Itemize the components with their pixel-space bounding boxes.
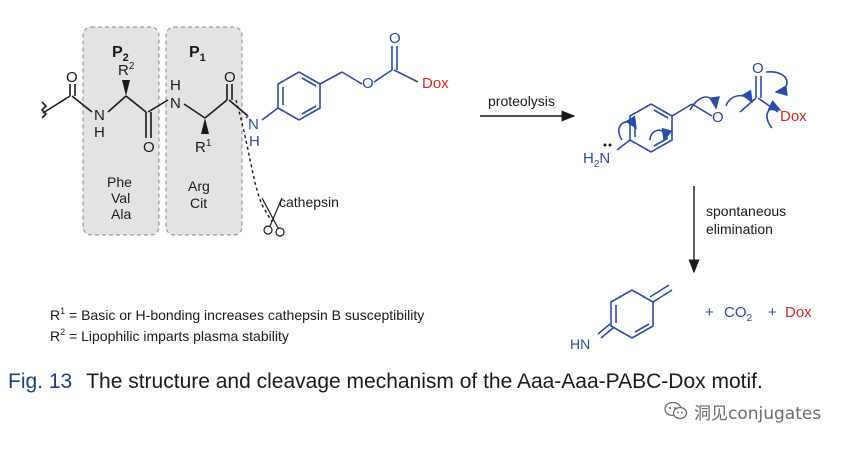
cleavage-line [235, 99, 273, 223]
figure-caption: Fig. 13 The structure and cleavage mechan… [8, 366, 848, 398]
atom-n: N [170, 95, 181, 112]
residue-cit: Cit [190, 195, 207, 211]
residue-arg: Arg [188, 178, 210, 194]
hn-group: HN [570, 336, 590, 352]
caption-label: Fig. 13 [8, 370, 73, 393]
residue-phe: Phe [107, 174, 132, 190]
atom-o: O [752, 60, 764, 77]
atom-o: O [66, 69, 78, 86]
atom-h: H [170, 77, 181, 94]
caption-text: The structure and cleavage mechanism of … [86, 370, 763, 393]
atom-n: N [248, 116, 259, 133]
dox-label: Dox [422, 75, 449, 92]
spontaneous-label: spontaneous [706, 203, 786, 219]
wechat-icon [664, 401, 688, 420]
dox-product-label: Dox [785, 304, 812, 321]
p2-label: P2 [112, 44, 129, 64]
atom-o: O [712, 109, 724, 126]
atom-h: H [94, 124, 105, 141]
watermark: 洞见conjugates [664, 398, 821, 424]
p2-panel [82, 26, 160, 236]
legend-r2: R2 = Lipophilic imparts plasma stability [50, 327, 289, 344]
atom-o: O [143, 139, 155, 156]
dox-label: Dox [780, 108, 807, 125]
r1-group: R1 [195, 138, 212, 156]
aniline-intermediate [616, 71, 788, 153]
residue-val: Val [111, 190, 130, 206]
elimination-label: elimination [706, 221, 773, 237]
legend-r1: R1 = Basic or H-bonding increases cathep… [50, 306, 424, 323]
h2n-group: H2N [583, 150, 610, 170]
watermark-text: 洞见conjugates [694, 403, 822, 424]
atom-o: O [224, 69, 236, 86]
reaction-scheme: P2 P1 O N H R2 O H N R1 O Phe Val Ala Ar… [40, 26, 812, 352]
quinone-methide [597, 284, 673, 339]
atom-h: H [249, 133, 260, 150]
plus-sign: + [768, 304, 777, 321]
residue-ala: Ala [111, 206, 131, 222]
peptide-backbone [40, 84, 249, 138]
proteolysis-label: proteolysis [488, 93, 555, 109]
p1-label: P1 [189, 44, 206, 64]
plus-sign: + [705, 304, 714, 321]
scissors-icon [261, 197, 285, 237]
pabc-spacer [245, 71, 363, 121]
cathepsin-label: cathepsin [279, 194, 339, 210]
atom-n: N [94, 107, 105, 124]
co2-label: CO2 [724, 304, 753, 324]
atom-o: O [362, 75, 374, 92]
atom-o: O [389, 30, 401, 47]
r2-group: R2 [118, 61, 135, 79]
